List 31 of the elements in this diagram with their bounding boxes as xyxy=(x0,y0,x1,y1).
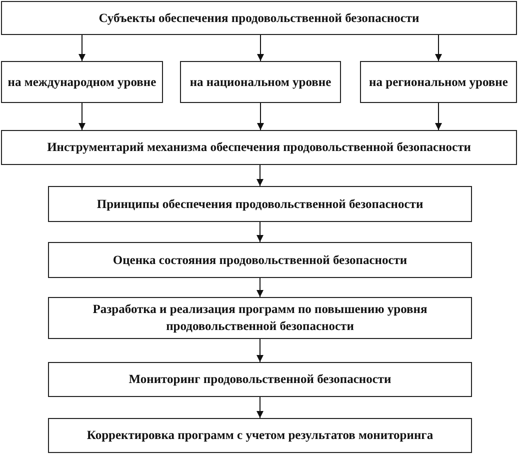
arrow xyxy=(256,222,264,242)
process-box xyxy=(180,61,341,103)
arrow xyxy=(435,34,442,62)
box-text: на международном уровне xyxy=(8,74,156,90)
process-box xyxy=(48,186,472,222)
process-box xyxy=(1,1,517,35)
arrow xyxy=(256,278,264,298)
box-text: Разработка и реализация программ по повышению уровня продовольственной безопасности xyxy=(92,301,428,335)
arrow xyxy=(78,102,86,130)
process-box xyxy=(48,242,472,278)
arrow xyxy=(257,34,264,62)
arrow xyxy=(256,338,264,362)
box-text: на национальном уровне xyxy=(190,74,332,90)
arrow xyxy=(256,396,264,418)
process-box xyxy=(48,362,472,397)
process-box xyxy=(1,130,517,165)
box-text: Мониторинг продовольственной безопасности xyxy=(128,371,392,388)
arrow xyxy=(78,34,86,62)
arrow xyxy=(435,102,442,130)
process-box xyxy=(1,61,163,103)
box-text: на региональном уровне xyxy=(369,74,508,90)
process-box xyxy=(48,297,472,339)
box-text: Оценка состояния продовольственной безопасности xyxy=(112,252,408,268)
box-text: Корректировка программ с учетом результатов мониторинга xyxy=(86,427,434,444)
process-box xyxy=(360,61,517,103)
process-box xyxy=(48,418,472,453)
arrow xyxy=(257,102,264,130)
box-text: Принципы обеспечения продовольственной безопасности xyxy=(96,196,424,212)
box-text: Инструментарий механизма обеспечения продовольственной безопасности xyxy=(47,139,471,156)
arrow xyxy=(256,164,264,186)
box-text: Субъекты обеспечения продовольственной безопасности xyxy=(98,10,420,26)
